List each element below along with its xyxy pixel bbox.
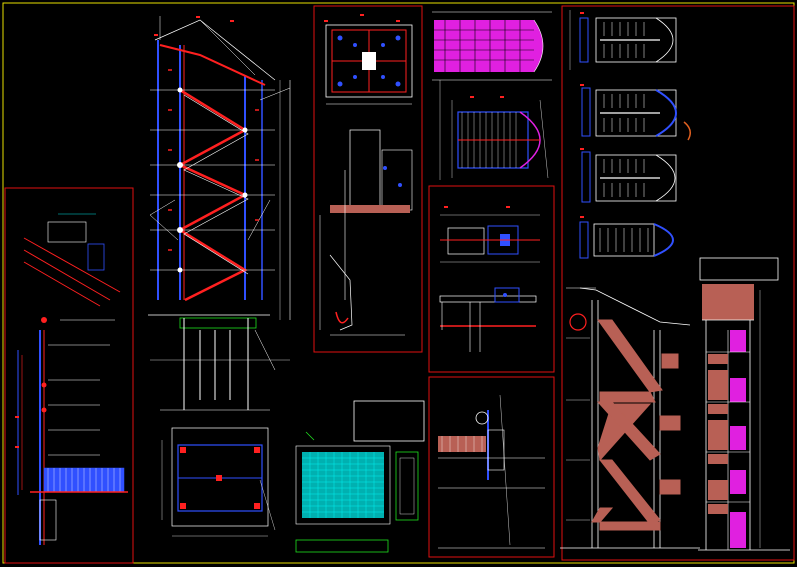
- title-block: [699, 257, 779, 281]
- right-stair-plans: [561, 5, 795, 561]
- main-stair-elevation: [148, 16, 291, 411]
- stair-plan-4: [579, 221, 674, 259]
- left-stair-section: [4, 187, 134, 564]
- stair-plan-2: [581, 87, 691, 141]
- stair-plan-3: [581, 151, 677, 203]
- base-plan: [161, 427, 276, 537]
- plan-views-top: [432, 11, 552, 180]
- mid-connection-detail: [428, 185, 555, 373]
- stair-plan-1: [569, 10, 677, 70]
- right-elevation-color: [560, 287, 700, 549]
- lower-connection-detail: [428, 376, 555, 558]
- right-tower-elevation: [698, 284, 790, 551]
- dimension-annotations: [15, 12, 584, 448]
- top-plate-detail: [313, 5, 423, 353]
- grating-detail: [295, 400, 425, 553]
